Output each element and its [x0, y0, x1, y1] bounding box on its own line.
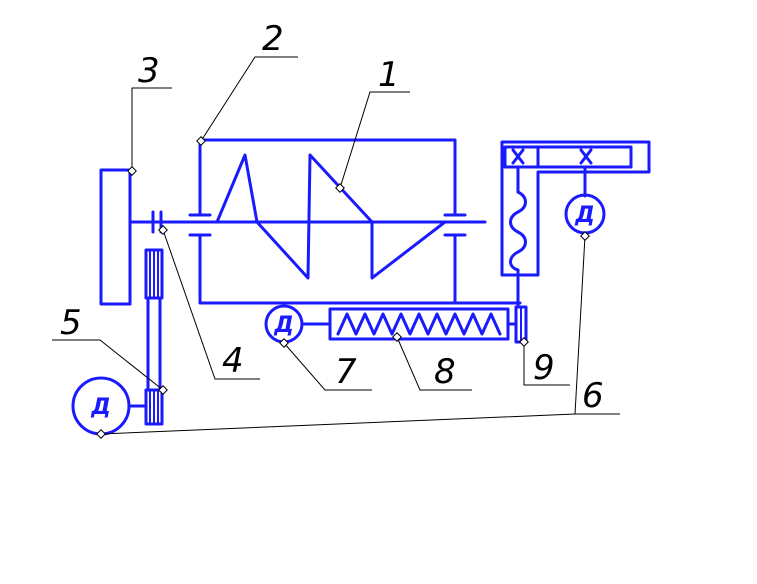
pulley	[99, 168, 132, 306]
right-bracket	[500, 140, 651, 309]
main-frame	[198, 138, 522, 305]
belt-drive	[144, 248, 164, 426]
callout-7: 7	[335, 352, 357, 392]
motor-7: Д	[264, 304, 304, 344]
callout-8: 8	[434, 352, 456, 392]
callout-5: 5	[60, 303, 82, 343]
motor-7-label: Д	[273, 313, 294, 338]
leader-markers	[96, 136, 590, 439]
motor-left-label: Д	[90, 395, 111, 420]
bearings	[188, 213, 467, 237]
callout-3: 3	[138, 51, 160, 91]
callout-9: 9	[533, 348, 555, 388]
slider	[514, 305, 528, 344]
cam-profile	[215, 153, 447, 280]
callout-6: 6	[582, 376, 604, 416]
spring-assembly	[300, 307, 518, 341]
callout-4: 4	[222, 341, 244, 381]
motor-right: Д	[564, 193, 606, 235]
callout-1: 1	[378, 55, 400, 95]
motor-right-label: Д	[574, 203, 595, 228]
leader-lines	[52, 56, 620, 435]
callout-2: 2	[262, 19, 284, 59]
motor-left: Д	[71, 376, 148, 436]
